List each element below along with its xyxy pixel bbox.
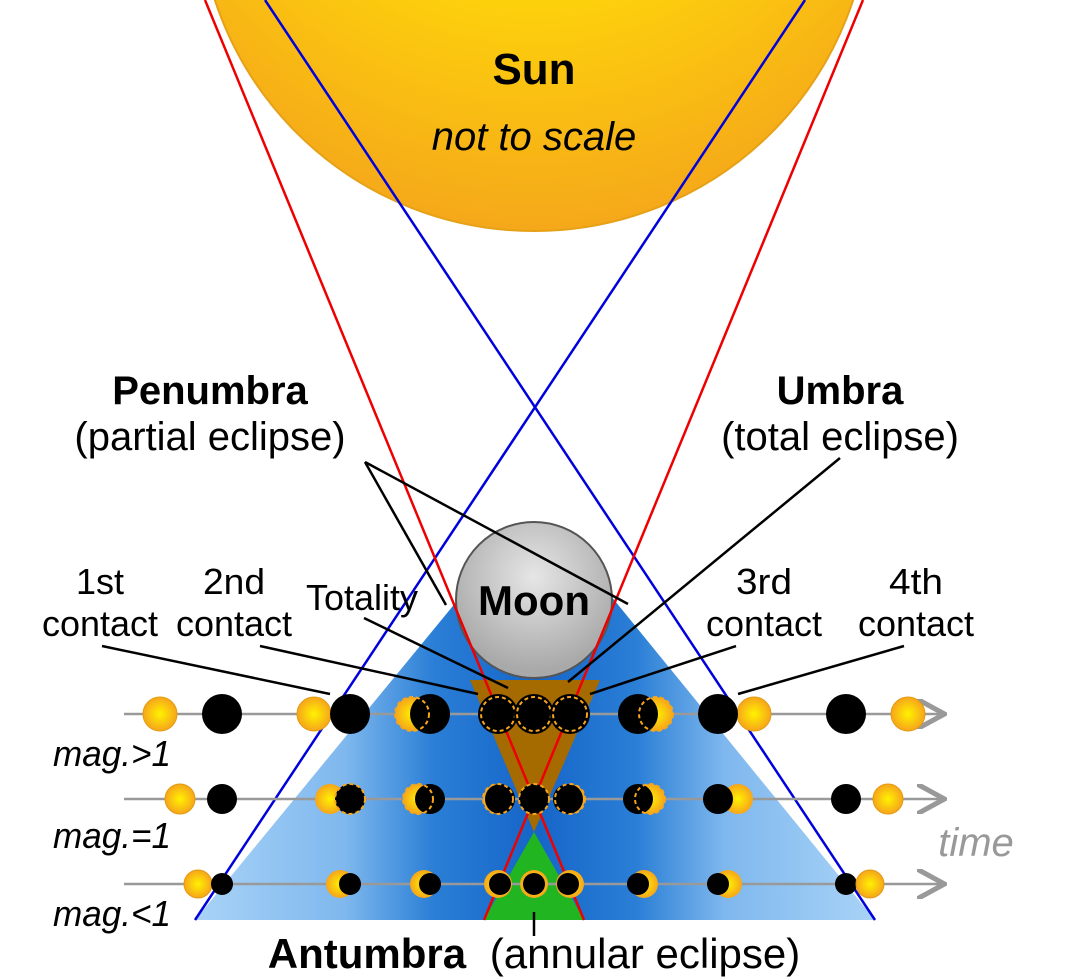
eclipse-row-mag-equal	[164, 783, 904, 815]
moon-phase	[627, 873, 649, 895]
sun-phase	[855, 869, 885, 899]
sun-outline	[518, 783, 550, 815]
sun-outline	[554, 783, 586, 815]
contact-3-line1: 3rd	[736, 561, 792, 602]
moon-phase	[707, 873, 729, 895]
moon-phase	[698, 694, 738, 734]
umbra-edge-right	[482, 0, 865, 921]
contact-1-line2: contact	[42, 603, 158, 644]
sun-note: not to scale	[432, 115, 637, 159]
leader-penumbra-left	[363, 461, 448, 606]
moon-phase	[330, 694, 370, 734]
umbra-subtitle: (total eclipse)	[721, 415, 959, 459]
moon-phase	[623, 784, 653, 814]
sun-phase	[872, 783, 904, 815]
sun-phase	[142, 696, 178, 732]
leader-totality	[363, 616, 509, 690]
time-label: time	[938, 821, 1014, 865]
antumbra-caption: Antumbra (annular eclipse)	[268, 930, 801, 977]
moon-phase	[207, 784, 237, 814]
contact-2-line2: contact	[176, 603, 292, 644]
antumbra-subtitle: (annular eclipse)	[490, 930, 801, 977]
sun-outline	[634, 783, 666, 815]
sun-phase	[183, 869, 213, 899]
moon-phase	[415, 784, 445, 814]
moon-phase	[523, 873, 545, 895]
leader-penumbra-right	[364, 460, 629, 606]
sun-outline	[638, 696, 674, 732]
eclipse-row-mag-less	[183, 869, 885, 899]
sun-outline	[394, 696, 430, 732]
leader-contact-4	[737, 644, 905, 696]
penumbra-edge-right	[193, 0, 807, 921]
row-label-mag-greater: mag.>1	[53, 733, 171, 774]
leader-contact-3	[589, 644, 737, 696]
sun-label: Sun	[492, 45, 575, 94]
sun-phase	[736, 696, 772, 732]
sun-phase	[890, 696, 926, 732]
moon-label: Moon	[478, 577, 590, 624]
umbra-edge-left	[203, 0, 586, 921]
moon-phase	[550, 694, 590, 734]
moon-phase	[519, 784, 549, 814]
moon-phase	[826, 694, 866, 734]
penumbra-subtitle: (partial eclipse)	[74, 415, 345, 459]
moon-phase	[339, 873, 361, 895]
moon-phase	[514, 694, 554, 734]
moon-phase	[419, 873, 441, 895]
umbra-title: Umbra	[777, 369, 904, 413]
moon-phase	[489, 873, 511, 895]
moon-phase	[557, 873, 579, 895]
sun-outline	[402, 783, 434, 815]
leader-contact-2	[259, 644, 479, 696]
eclipse-row-mag-greater	[142, 694, 926, 734]
leader-contact-1	[101, 644, 331, 696]
row-label-mag-less: mag.<1	[53, 893, 171, 934]
sun-phase	[296, 696, 332, 732]
contact-4-line1: 4th	[889, 561, 943, 602]
sun-outline	[334, 783, 366, 815]
moon-phase	[835, 873, 857, 895]
moon-phase	[211, 873, 233, 895]
sun-phase	[164, 783, 196, 815]
sun-outline	[482, 783, 514, 815]
moon-phase	[478, 694, 518, 734]
moon-phase	[831, 784, 861, 814]
moon-phase	[202, 694, 242, 734]
leader-lines	[101, 457, 905, 936]
antumbra-title: Antumbra	[268, 930, 467, 977]
row-label-mag-equal: mag.=1	[53, 815, 171, 856]
contact-3-line2: contact	[706, 603, 822, 644]
moon-phase	[703, 784, 733, 814]
leader-umbra	[567, 457, 841, 683]
moon-phase	[485, 784, 515, 814]
moon-disc	[455, 521, 613, 679]
moon-phase	[335, 784, 365, 814]
sun-outline	[552, 696, 588, 732]
penumbra-edge-left	[263, 0, 877, 921]
moon-phase	[618, 694, 658, 734]
totality-label: Totality	[306, 577, 418, 618]
contact-2-line1: 2nd	[203, 561, 265, 602]
moon-phase	[553, 784, 583, 814]
contact-4-line2: contact	[858, 603, 974, 644]
contact-1-line1: 1st	[76, 561, 124, 602]
sun-disc	[213, 0, 855, 232]
penumbra-title: Penumbra	[112, 369, 308, 413]
